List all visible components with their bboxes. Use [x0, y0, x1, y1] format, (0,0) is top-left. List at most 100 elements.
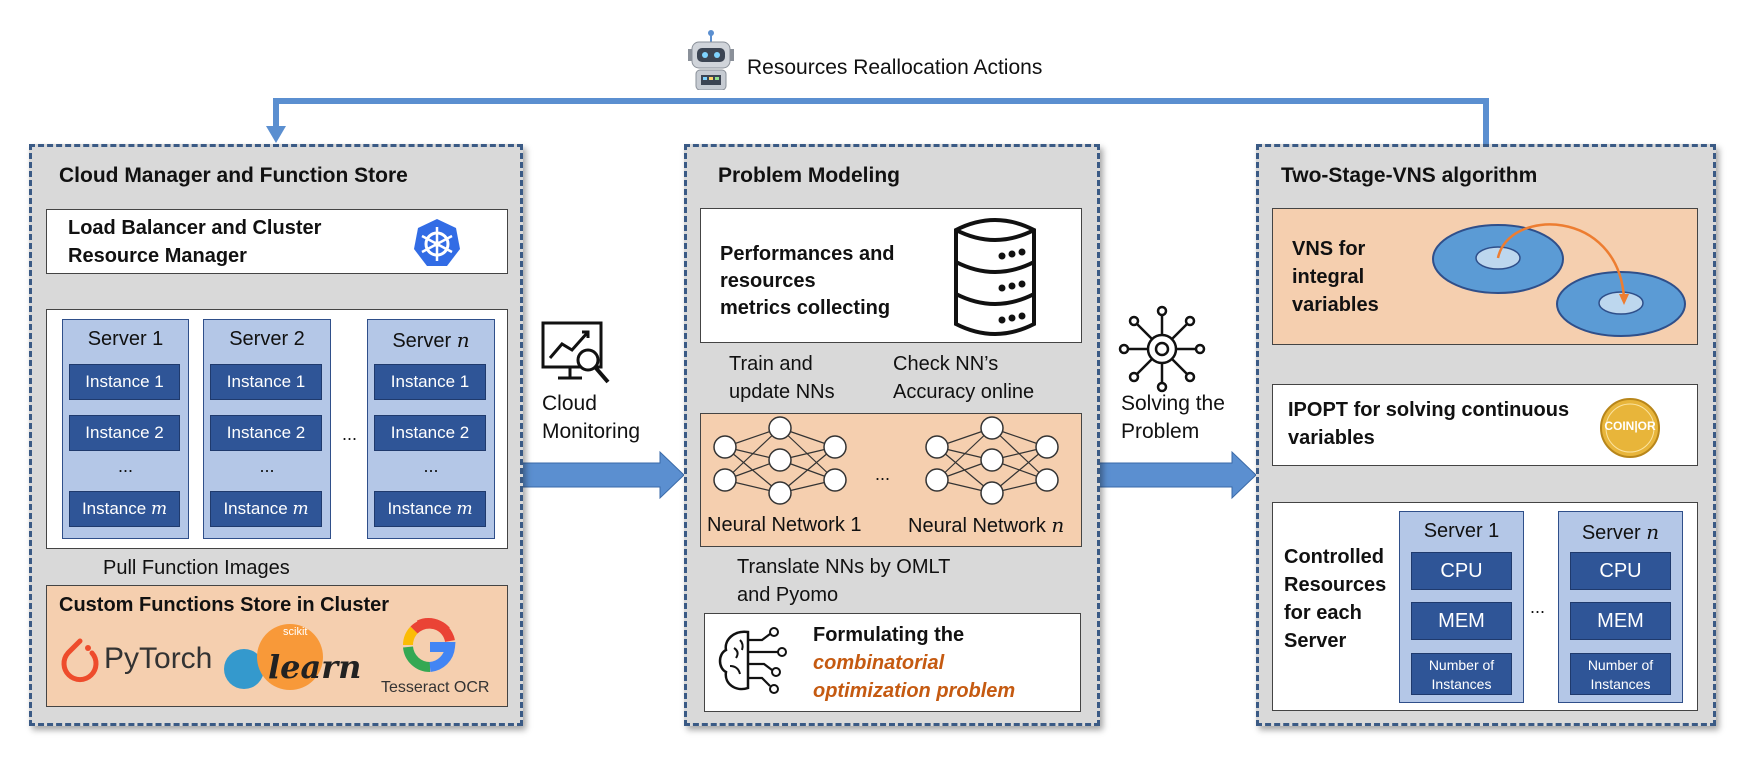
cpu-block: CPU: [1570, 552, 1671, 590]
var-n: n: [1051, 513, 1065, 537]
instance-block: Instance 1: [374, 364, 486, 400]
mem-block: MEM: [1411, 602, 1512, 640]
instance-block: Instance 1: [210, 364, 322, 400]
ipopt-label-line1: IPOPT for solving continuous: [1288, 399, 1570, 421]
instances-count-line2: Instances: [1431, 676, 1492, 692]
server-card: Server 1 Instance 1 Instance 2 ... Insta…: [62, 319, 189, 539]
instance-m-prefix: Instance: [387, 499, 457, 518]
monitor-flow-arrow: [521, 450, 685, 500]
tesseract-label: Tesseract OCR: [381, 679, 490, 696]
neighborhood-search-icon: [1432, 223, 1686, 337]
cloud-monitoring-line2: Monitoring: [542, 420, 641, 443]
neural-network-n-label: Neural Network n: [908, 511, 1064, 540]
brain-circuit-icon: [718, 627, 787, 694]
server-name: Server 2: [229, 328, 305, 350]
instance-block: Instance 2: [374, 415, 486, 451]
server-name: Server n: [1559, 520, 1682, 545]
controlled-label-line2: Resources: [1284, 574, 1387, 596]
coin-or-logo-text: COIN|OR: [1604, 419, 1656, 433]
nn-n-prefix: Neural Network: [908, 515, 1052, 537]
translate-label-line1: Translate NNs by OMLT: [737, 556, 951, 578]
instances-count-block: Number of Instances: [1411, 653, 1512, 695]
instance-block: Instance 2: [210, 415, 322, 451]
resource-server-gap-ellipsis: ...: [1530, 597, 1546, 617]
solving-label-line2: Problem: [1121, 420, 1200, 443]
database-icon: [954, 218, 1036, 336]
instance-m-prefix: Instance: [81, 499, 151, 518]
metrics-label-line2: resources: [720, 270, 816, 292]
resource-server-card: Server n CPU MEM Number of Instances: [1558, 511, 1683, 703]
coin-or-logo-icon: [1600, 398, 1660, 458]
controlled-label-line3: for each: [1284, 602, 1362, 624]
check-label-line2: Accuracy online: [893, 381, 1035, 403]
cpu-block: CPU: [1411, 552, 1512, 590]
instance-ellipsis: ...: [117, 456, 133, 476]
solving-label-line1: Solving the: [1121, 392, 1225, 415]
instance-block-m: Instance m: [210, 491, 322, 527]
formulating-label-line3: optimization problem: [813, 680, 1016, 702]
instances-count-line1: Number of: [1587, 657, 1654, 673]
server-name: Server 1: [87, 328, 164, 350]
instance-ellipsis: ...: [423, 456, 439, 476]
formulating-label-line2: combinatorial: [813, 652, 945, 674]
var-n: n: [1646, 520, 1660, 544]
metrics-label-line1: Performances and: [720, 243, 895, 265]
train-label-line2: update NNs: [729, 381, 835, 403]
learn-label: learn: [268, 648, 362, 686]
instance-ellipsis: ...: [259, 456, 275, 476]
instances-count-line1: Number of: [1428, 657, 1495, 673]
server-name-prefix: Server: [1581, 522, 1647, 544]
metrics-label-line3: metrics collecting: [720, 297, 891, 319]
vns-label-line3: variables: [1292, 294, 1379, 316]
nn-gap-ellipsis: ...: [875, 464, 891, 484]
problem-modeling-title: Problem Modeling: [718, 164, 901, 187]
feedback-arrow-line: [273, 98, 1489, 145]
neural-network-icon: [925, 416, 1059, 505]
instance-block-m: Instance m: [69, 491, 180, 527]
vns-label-line1: VNS for: [1292, 238, 1366, 260]
solving-flow-arrow: [1097, 450, 1257, 500]
var-m: m: [150, 499, 168, 519]
vns-label-line2: integral: [1292, 266, 1365, 288]
check-label-line1: Check NN’s: [893, 353, 999, 375]
ipopt-label-line2: variables: [1288, 427, 1375, 449]
var-n: n: [456, 328, 470, 352]
two-stage-vns-title: Two-Stage-VNS algorithm: [1281, 164, 1538, 187]
server-name: Server n: [368, 328, 494, 353]
kubernetes-icon: [414, 219, 460, 266]
resource-server-card: Server 1 CPU MEM Number of Instances: [1399, 511, 1524, 703]
function-store-title: Custom Functions Store in Cluster: [59, 594, 390, 616]
server-gap-ellipsis: ...: [342, 424, 358, 444]
monitoring-chart-icon: [541, 321, 610, 384]
pull-function-images-label: Pull Function Images: [103, 557, 290, 579]
robot-icon: [688, 30, 734, 90]
pytorch-label: PyTorch: [104, 642, 213, 675]
cloud-manager-title: Cloud Manager and Function Store: [59, 164, 408, 187]
instance-block: Instance 1: [69, 364, 180, 400]
load-balancer-label-line1: Load Balancer and Cluster: [68, 217, 322, 239]
neural-network-1-label: Neural Network 1: [707, 514, 862, 536]
instance-m-prefix: Instance: [223, 499, 293, 518]
controlled-label-line4: Server: [1284, 630, 1347, 652]
formulating-label-line1: Formulating the: [813, 624, 965, 646]
var-m: m: [292, 499, 309, 519]
formulating-box: [704, 613, 1081, 712]
neural-network-icon: [713, 416, 847, 505]
instance-block-m: Instance m: [374, 491, 486, 527]
scikit-label: scikit: [283, 626, 308, 638]
server-name-prefix: Server: [392, 330, 457, 352]
train-label-line1: Train and: [729, 353, 813, 375]
scikit-learn-icon: [224, 624, 323, 690]
server-card: Server 2 Instance 1 Instance 2 ... Insta…: [203, 319, 331, 539]
google-icon: [402, 618, 456, 673]
pytorch-icon: [61, 638, 99, 683]
feedback-arrow-head: [266, 126, 286, 143]
instance-block: Instance 2: [69, 415, 180, 451]
server-card: Server n Instance 1 Instance 2 ... Insta…: [367, 319, 495, 539]
controlled-label-line1: Controlled: [1284, 546, 1384, 568]
network-gear-icon: [1118, 305, 1206, 393]
mem-block: MEM: [1570, 602, 1671, 640]
instances-count-line2: Instances: [1590, 676, 1651, 692]
load-balancer-label-line2: Resource Manager: [68, 245, 247, 267]
cloud-monitoring-line1: Cloud: [542, 392, 597, 415]
